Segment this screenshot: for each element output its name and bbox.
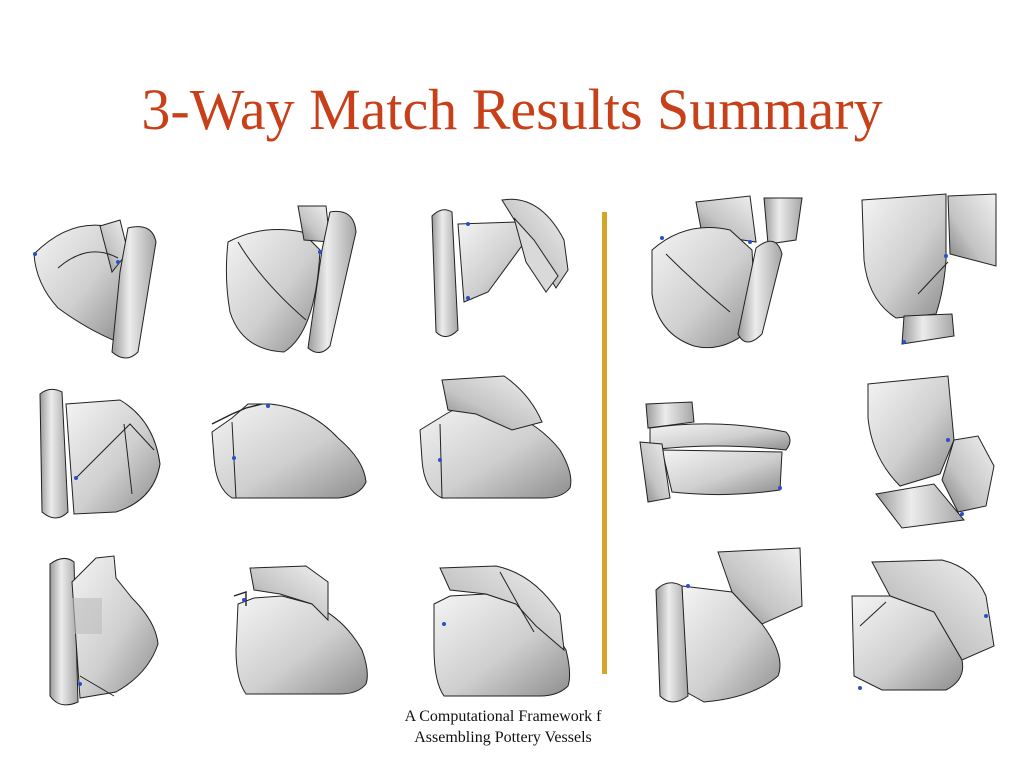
match-right-r3c1	[652, 546, 804, 708]
match-right-r1c1	[646, 194, 806, 352]
match-left-r1c3	[428, 192, 574, 344]
match-right-r2c2	[862, 374, 1000, 530]
match-left-r2c2	[210, 398, 370, 504]
match-right-r3c2	[846, 556, 1000, 702]
match-left-r3c2	[232, 560, 370, 700]
match-left-r1c1	[28, 212, 162, 364]
footer-line-2: Assembling Pottery Vessels	[414, 729, 592, 746]
match-left-r2c1	[36, 384, 168, 524]
slide-title: 3-Way Match Results Summary	[141, 77, 883, 142]
match-left-r2c3	[416, 374, 576, 504]
match-left-r3c3	[430, 564, 572, 704]
match-left-r3c1	[44, 552, 162, 710]
footer-line-1: A Computational Framework f	[404, 708, 602, 725]
match-left-r1c2	[222, 202, 362, 360]
match-right-r2c1	[636, 398, 796, 506]
vertical-divider	[602, 212, 607, 674]
slide-footer: A Computational Framework f Assembling P…	[372, 706, 634, 748]
match-right-r1c2	[856, 190, 1000, 350]
